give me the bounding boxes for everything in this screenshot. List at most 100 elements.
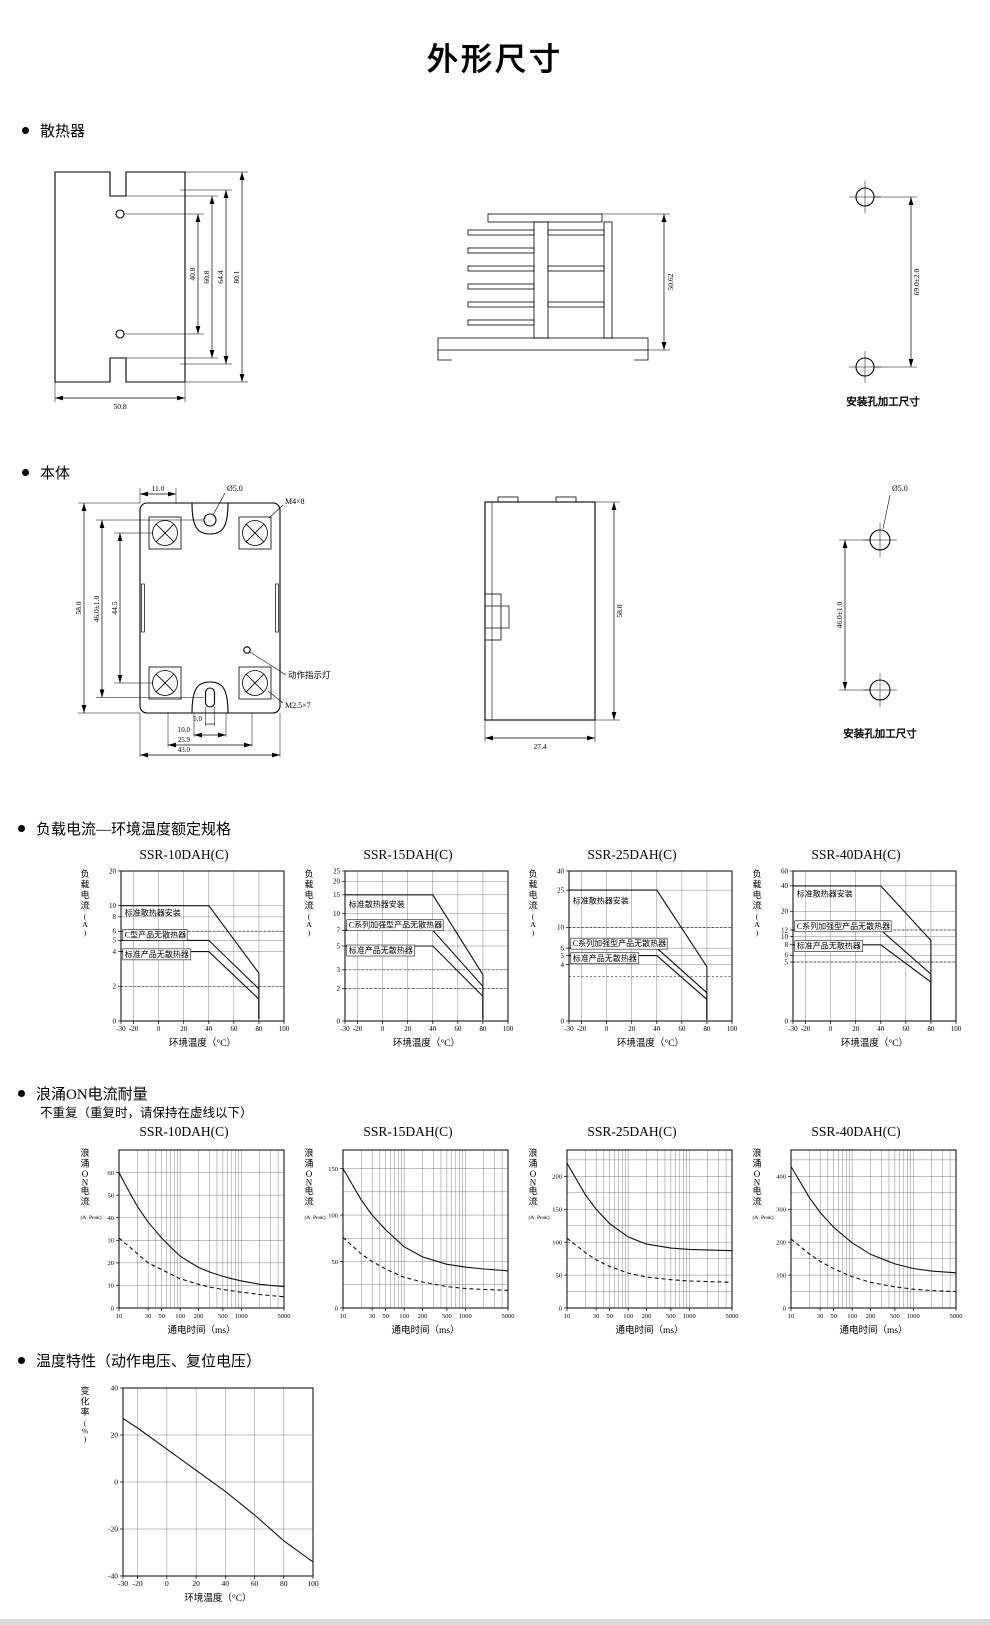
svg-text:40: 40 xyxy=(429,1025,437,1033)
svg-text:标准产品无散热器: 标准产品无散热器 xyxy=(797,941,861,951)
svg-text:20: 20 xyxy=(781,908,789,916)
dimension-labels: 50.62 xyxy=(666,273,675,290)
section-heading-label: 散热器 xyxy=(40,124,86,140)
svg-text:6: 6 xyxy=(785,952,789,960)
svg-text:400: 400 xyxy=(776,1174,786,1181)
svg-text:-40: -40 xyxy=(108,1571,118,1580)
section-heading-label: 本体 xyxy=(40,466,71,482)
svg-text:5: 5 xyxy=(785,958,789,966)
body-front-view-drawing: 58.0 46.0±1.0 44.5 11.0 Ø5.0 M4×8 动作指示灯 … xyxy=(74,484,331,758)
surge-note: 不重复（重复时，请保持在虚线以下） xyxy=(40,1106,253,1120)
svg-text:N: N xyxy=(530,1178,537,1188)
svg-text:30: 30 xyxy=(145,1313,152,1320)
svg-text:200: 200 xyxy=(776,1239,786,1246)
dimension-labels: 58.0 27.4 xyxy=(533,604,624,751)
crosshair-lines xyxy=(839,523,897,707)
svg-text:2: 2 xyxy=(337,985,341,993)
svg-text:20: 20 xyxy=(404,1025,412,1033)
svg-text:50: 50 xyxy=(382,1313,389,1320)
svg-text:5: 5 xyxy=(113,937,117,945)
dim-50-62: 50.62 xyxy=(666,273,675,290)
svg-text:200: 200 xyxy=(552,1174,562,1181)
svg-text:O: O xyxy=(530,1169,537,1179)
svg-text:150: 150 xyxy=(552,1207,562,1214)
dim-60-8: 60.8 xyxy=(202,270,211,283)
dimension-labels: 58.0 46.0±1.0 44.5 11.0 Ø5.0 M4×8 动作指示灯 … xyxy=(74,484,331,754)
section-heading-body: 本体 xyxy=(22,462,70,483)
svg-text:化: 化 xyxy=(80,1396,89,1407)
svg-text:(: ( xyxy=(756,912,759,921)
svg-text:0: 0 xyxy=(561,1017,565,1025)
svg-text:200: 200 xyxy=(194,1313,204,1320)
svg-text:50: 50 xyxy=(556,1272,563,1279)
svg-text:200: 200 xyxy=(418,1313,428,1320)
svg-text:C系列加强型产品无散热器: C系列加强型产品无散热器 xyxy=(797,921,890,931)
body-side-outline xyxy=(484,496,596,721)
svg-text:60: 60 xyxy=(251,1579,259,1588)
dim-44-5: 44.5 xyxy=(110,601,119,614)
svg-text:流: 流 xyxy=(752,1196,761,1207)
svg-text:0: 0 xyxy=(337,1017,341,1025)
svg-text:(: ( xyxy=(532,912,535,921)
svg-text:25: 25 xyxy=(333,867,341,875)
section-heading-surge: 浪涌ON电流耐量 xyxy=(18,1083,148,1104)
svg-text:N: N xyxy=(82,1178,89,1188)
extension-lines xyxy=(602,213,670,351)
svg-text:(A. Peak): (A. Peak) xyxy=(80,1214,101,1221)
svg-text:C型产品无散热器: C型产品无散热器 xyxy=(125,929,186,939)
svg-text:100: 100 xyxy=(399,1313,409,1320)
svg-text:4: 4 xyxy=(561,961,565,969)
svg-text:N: N xyxy=(306,1178,313,1188)
chart-title: SSR-10DAH(C) xyxy=(139,847,229,862)
svg-text:0: 0 xyxy=(829,1025,833,1033)
svg-text:流: 流 xyxy=(80,900,89,911)
svg-text:浪: 浪 xyxy=(304,1147,313,1158)
svg-text:电: 电 xyxy=(80,889,89,900)
svg-text:30: 30 xyxy=(108,1238,115,1245)
section-heading-temp: 温度特性（动作电压、复位电压） xyxy=(18,1350,261,1371)
dim-40-8: 40.8 xyxy=(188,267,197,280)
mounting-hole-caption: 安装孔加工尺寸 xyxy=(843,727,917,740)
svg-text:20: 20 xyxy=(180,1025,188,1033)
svg-text:标准散热器安装: 标准散热器安装 xyxy=(797,888,853,898)
svg-text:10: 10 xyxy=(116,1313,123,1320)
bullet-icon xyxy=(22,469,29,476)
svg-text:C系列加强型产品无散热器: C系列加强型产品无散热器 xyxy=(349,920,442,930)
svg-text:20: 20 xyxy=(333,878,341,886)
label-m2-5x7: M2.5×7 xyxy=(285,701,311,710)
svg-text:0: 0 xyxy=(157,1025,161,1033)
svg-text:O: O xyxy=(306,1169,313,1179)
svg-text:50: 50 xyxy=(158,1313,165,1320)
svg-text:60: 60 xyxy=(902,1025,910,1033)
dimension-lines xyxy=(485,502,617,741)
body-side-view-drawing: 58.0 27.4 xyxy=(484,496,624,751)
svg-text:电: 电 xyxy=(304,1185,313,1196)
svg-text:200: 200 xyxy=(866,1313,876,1320)
svg-text:O: O xyxy=(754,1169,761,1179)
svg-text:80: 80 xyxy=(703,1025,711,1033)
chart-title: SSR-40DAH(C) xyxy=(811,847,901,862)
svg-text:100: 100 xyxy=(279,1025,290,1033)
svg-text:N: N xyxy=(754,1178,761,1188)
svg-text:): ) xyxy=(756,928,759,937)
svg-text:100: 100 xyxy=(328,1212,338,1219)
svg-text:涌: 涌 xyxy=(528,1159,537,1169)
svg-text:6: 6 xyxy=(113,928,117,936)
heatsink-profile xyxy=(437,213,649,361)
dim-58-0: 58.0 xyxy=(615,604,624,617)
chart-title: SSR-40DAH(C) xyxy=(811,1124,901,1139)
svg-text:载: 载 xyxy=(80,879,89,890)
svg-text:8: 8 xyxy=(113,913,117,921)
svg-text:浪: 浪 xyxy=(752,1147,761,1158)
extension-lines xyxy=(78,488,281,757)
